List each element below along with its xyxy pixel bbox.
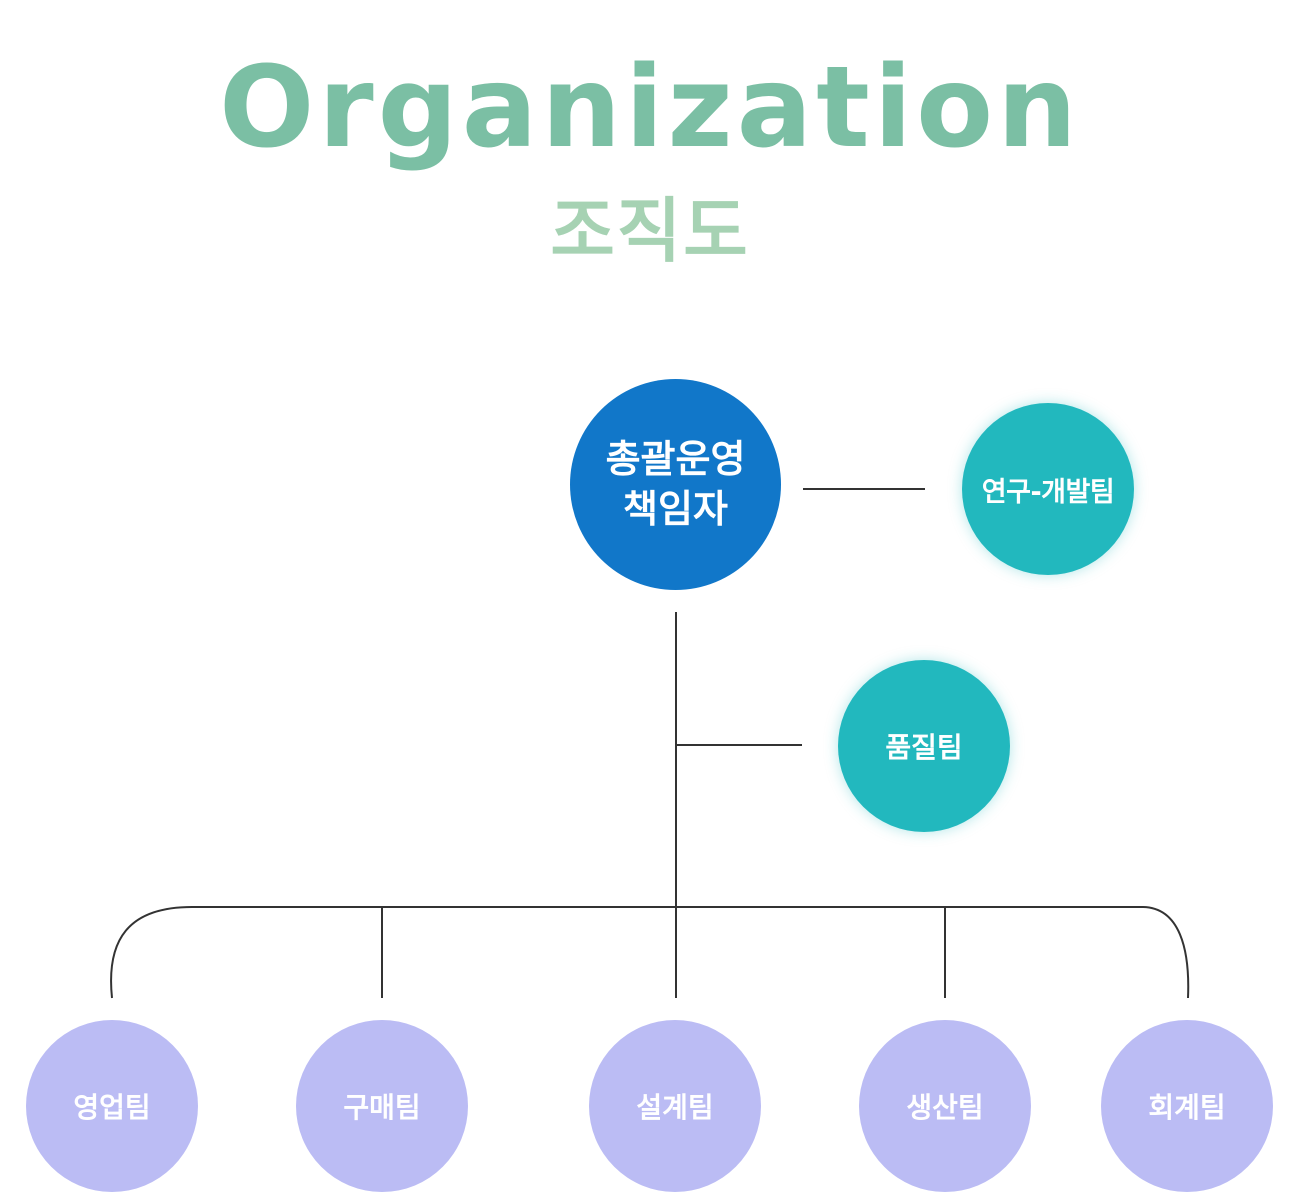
sales-team-label: 영업팀 bbox=[73, 1091, 151, 1124]
qa-team-node: 품질팀 bbox=[838, 660, 1010, 832]
rnd-team-node: 연구-개발팀 bbox=[962, 403, 1134, 575]
chart-subtitle: 조직도 bbox=[550, 190, 750, 272]
head-node-line2: 책임자 bbox=[623, 486, 728, 531]
purchasing-team-label: 구매팀 bbox=[343, 1091, 421, 1124]
production-team-node: 생산팀 bbox=[859, 1020, 1031, 1192]
head-node: 총괄운영 책임자 bbox=[570, 379, 781, 590]
qa-team-label: 품질팀 bbox=[885, 731, 963, 764]
chart-title: Organization bbox=[219, 43, 1081, 173]
accounting-team-label: 회계팀 bbox=[1148, 1091, 1226, 1124]
purchasing-team-node: 구매팀 bbox=[296, 1020, 468, 1192]
design-team-label: 설계팀 bbox=[636, 1091, 714, 1124]
rnd-team-label: 연구-개발팀 bbox=[981, 476, 1115, 508]
head-node-line1: 총괄운영 bbox=[605, 437, 746, 482]
connector-team-bus bbox=[110, 906, 1190, 999]
design-team-node: 설계팀 bbox=[589, 1020, 761, 1192]
sales-team-node: 영업팀 bbox=[26, 1020, 198, 1192]
production-team-label: 생산팀 bbox=[906, 1091, 984, 1124]
accounting-team-node: 회계팀 bbox=[1101, 1020, 1273, 1192]
